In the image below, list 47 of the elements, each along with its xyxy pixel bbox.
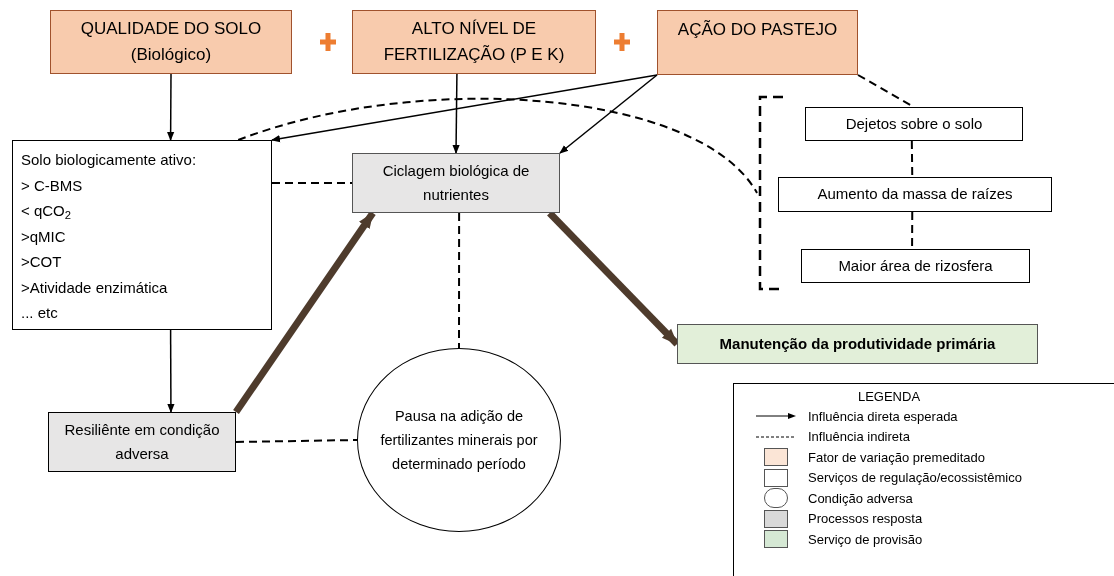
node-text: Ciclagem biológica de nutrientes (381, 161, 531, 205)
arrow (167, 329, 175, 413)
arrow (559, 74, 658, 154)
legend-text: Condição adversa (808, 489, 913, 508)
node-text: Manutenção da produtividade primária (719, 333, 996, 354)
node-text: Aumento da massa de raízes (817, 184, 1013, 205)
dashed-bracket (757, 95, 783, 291)
node-text: Resiliênte em condição adversa (63, 420, 221, 464)
connector-line (237, 97, 758, 194)
legend-text: Influência indireta (808, 428, 910, 446)
factor-box (50, 10, 292, 74)
process-box (48, 412, 236, 472)
arrow (271, 74, 658, 143)
legend-text: Fator de variação premeditado (808, 448, 986, 467)
legend-text: Serviço de provisão (808, 530, 923, 549)
factor-box (657, 10, 858, 75)
node-text: Pausa na adição de fertilizantes minerais por determinado período (379, 407, 539, 474)
legend-text: Serviços de regulação/ecossistêmico (808, 469, 1022, 487)
service-box (805, 107, 1023, 141)
node-text: ALTO NÍVEL DE FERTILIZAÇÃO (P E K) (382, 18, 566, 66)
service-box (801, 249, 1030, 283)
service-box (12, 140, 272, 330)
node-text: QUALIDADE DO SOLO (Biológico) (79, 18, 263, 66)
node-text: >Atividade enzimática (21, 277, 169, 298)
connector-line (235, 439, 358, 443)
connector-line (458, 212, 461, 349)
connector-line (271, 181, 353, 184)
node-text: >qMIC (21, 226, 67, 247)
legend-title: LEGENDA (856, 388, 922, 406)
factor-box (352, 10, 596, 74)
arrow (167, 73, 175, 141)
node-text: Dejetos sobre o solo (845, 113, 983, 134)
node-text: ... etc (21, 303, 59, 323)
node-text: > C-BMS (21, 175, 84, 196)
node-text: >COT (21, 252, 63, 272)
process-box (352, 153, 560, 213)
node-text: Maior área de rizosfera (838, 255, 993, 276)
arrow (233, 211, 376, 414)
service-box (778, 177, 1052, 212)
node-text: Solo biologicamente ativo: (21, 150, 198, 170)
legend-text: Processos resposta (808, 510, 923, 528)
arrow (452, 73, 460, 154)
legend-text: Influência direta esperada (808, 407, 958, 426)
provision-box (677, 324, 1038, 364)
node-text: AÇÃO DO PASTEJO (677, 19, 838, 41)
node-text: < qCO$_{2}$ (21, 201, 73, 223)
connector-line (910, 140, 914, 178)
